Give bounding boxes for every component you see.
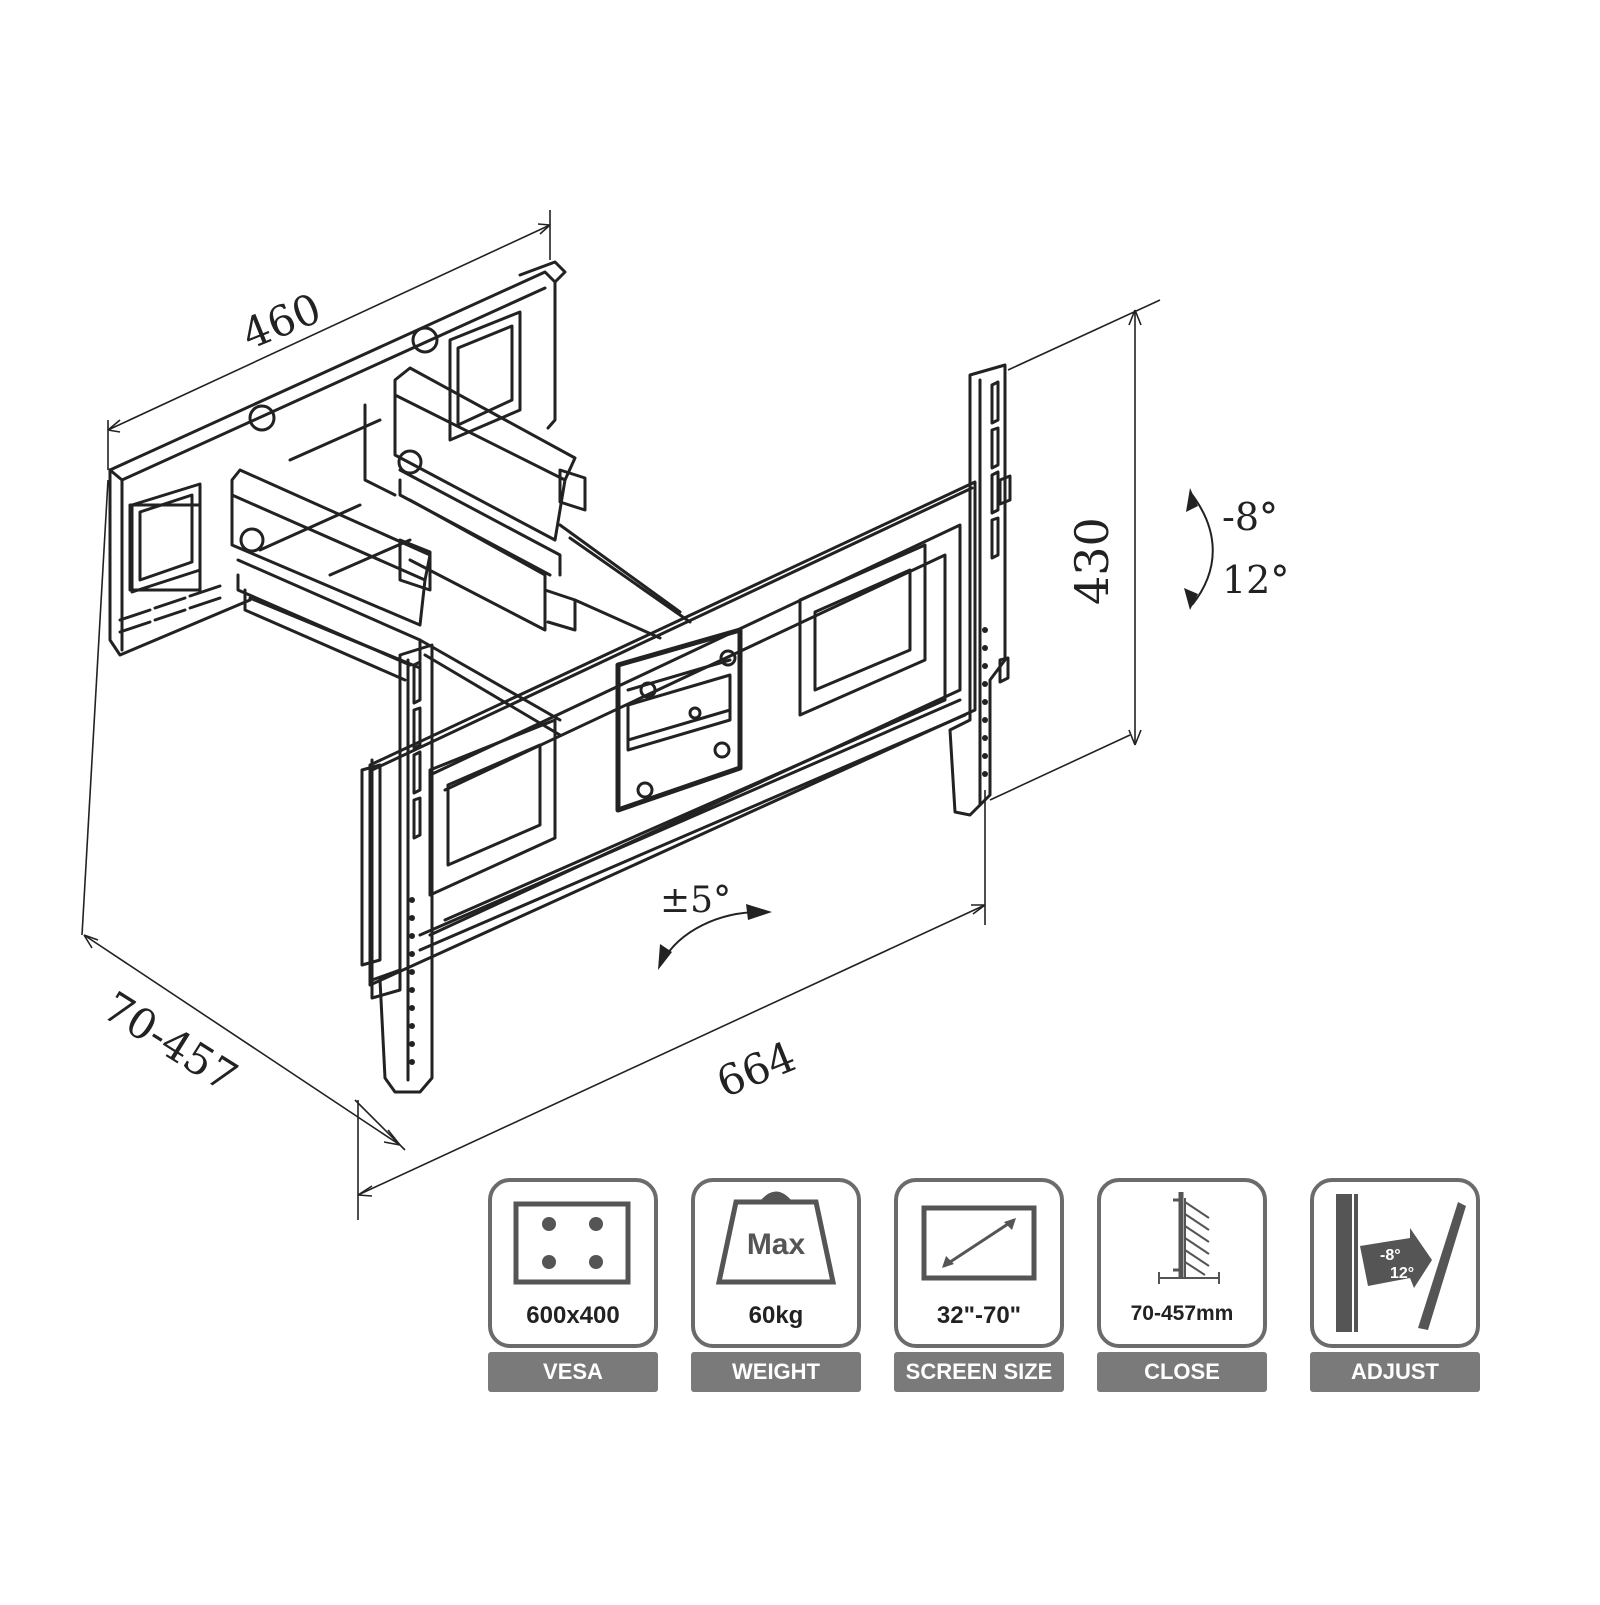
tilt-up-text: -8° [1222, 495, 1278, 539]
spec-screen-size: 32"-70" SCREEN SIZE [894, 1178, 1064, 1393]
swivel-text: ±5° [660, 880, 731, 921]
dim-depth: 70-457 [95, 982, 246, 1102]
tv-plate [368, 480, 977, 992]
dimension-lines [81, 210, 1161, 1220]
arm-upper [258, 366, 587, 632]
dim-height: 430 [1065, 517, 1119, 605]
spec-vesa: 600x400 VESA [488, 1178, 658, 1393]
wall-plate [108, 260, 567, 657]
spec-label: CLOSE [1097, 1352, 1267, 1392]
swivel-arrowheads [658, 904, 772, 970]
spec-label: WEIGHT [691, 1352, 861, 1392]
tilt-arrow [1189, 491, 1214, 606]
wall-distance-icon [1158, 1192, 1220, 1284]
spec-card [691, 1178, 861, 1348]
spec-label: SCREEN SIZE [894, 1352, 1064, 1392]
tilt-down-text: 12° [1222, 558, 1289, 602]
vertical-bracket-right [948, 363, 1012, 817]
spec-value: 60kg [748, 1302, 804, 1329]
spec-value: 70-457mm [1130, 1302, 1234, 1325]
vertical-bracket-left [360, 643, 434, 1094]
adjust-icon-bottom: 12° [1390, 1265, 1414, 1282]
spec-label: ADJUST [1310, 1352, 1480, 1392]
bracket-holes [409, 627, 988, 1065]
vesa-icon [513, 1201, 631, 1285]
adjust-icon-top: -8° [1380, 1247, 1401, 1264]
dim-width-top: 460 [235, 284, 328, 359]
weight-icon: Max [715, 1191, 837, 1285]
spec-value: 600x400 [526, 1302, 620, 1329]
dim-width-bottom: 664 [710, 1032, 803, 1107]
spec-weight: Max 60kg WEIGHT [691, 1178, 861, 1393]
tilt-arrowheads [1184, 488, 1198, 610]
screen-size-icon [921, 1205, 1037, 1281]
spec-adjust: -8° 12° ADJUST [1310, 1178, 1480, 1393]
spec-label: VESA [488, 1352, 658, 1392]
tilt-adjust-icon: -8° 12° [1336, 1194, 1466, 1332]
weight-icon-text: Max [747, 1228, 806, 1261]
spec-value: 32"-70" [936, 1302, 1022, 1329]
spec-close: 70-457mm CLOSE [1097, 1178, 1267, 1393]
connecting-rails [418, 523, 692, 737]
